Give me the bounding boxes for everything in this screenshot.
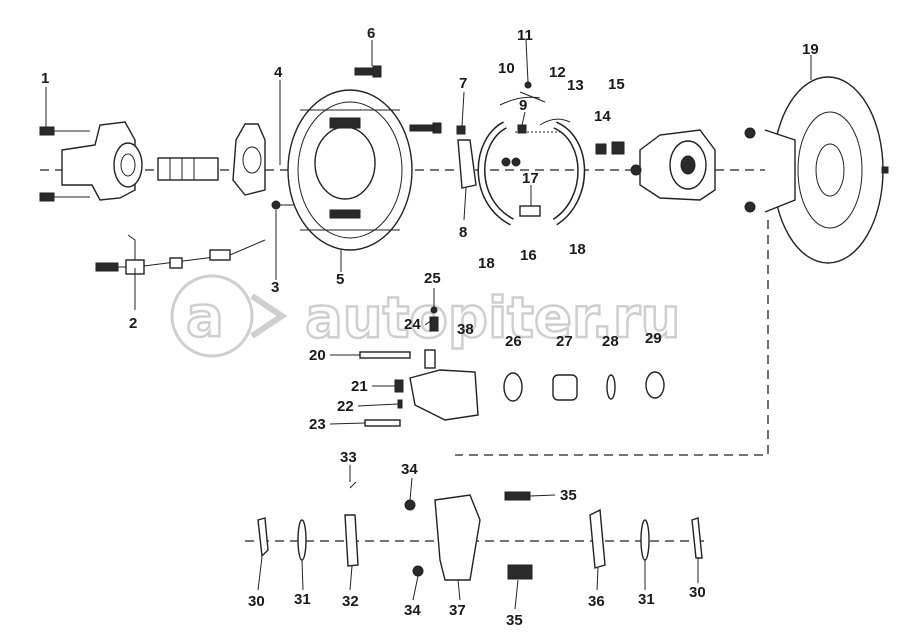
callout-13: 13 bbox=[567, 77, 584, 94]
callout-27: 27 bbox=[556, 333, 573, 350]
part-5-backing-plate bbox=[287, 89, 413, 251]
part-29-boot bbox=[645, 371, 665, 399]
callout-5: 5 bbox=[336, 271, 344, 288]
leader-lines bbox=[45, 39, 812, 610]
callout-19: 19 bbox=[802, 41, 819, 58]
callout-25: 25 bbox=[424, 270, 441, 287]
callout-37: 37 bbox=[449, 602, 466, 619]
backing-plate-bolt bbox=[409, 122, 442, 134]
callout-22: 22 bbox=[337, 398, 354, 415]
part-8-lever bbox=[457, 139, 477, 189]
callout-28: 28 bbox=[602, 333, 619, 350]
callout-11: 11 bbox=[517, 27, 533, 44]
part-6-bolt bbox=[354, 65, 382, 78]
callout-35-bottom: 35 bbox=[506, 612, 523, 629]
callout-32: 32 bbox=[342, 593, 359, 610]
callout-38: 38 bbox=[457, 321, 474, 338]
watermark-text: autopiter.ru bbox=[305, 286, 680, 351]
callout-29: 29 bbox=[645, 330, 662, 347]
callout-7: 7 bbox=[459, 75, 467, 92]
part-2-sensor-hose bbox=[95, 234, 266, 275]
axle-shaft bbox=[157, 157, 219, 181]
callout-4: 4 bbox=[274, 64, 283, 81]
part-27-piston bbox=[552, 374, 578, 401]
callout-15: 15 bbox=[608, 76, 625, 93]
callout-26: 26 bbox=[505, 333, 522, 350]
callout-20: 20 bbox=[309, 347, 326, 364]
part-14-15-nuts bbox=[595, 141, 625, 155]
callout-1: 1 bbox=[41, 70, 49, 87]
lower-caliper-assembly bbox=[257, 481, 703, 581]
callout-8: 8 bbox=[459, 224, 467, 241]
callout-36: 36 bbox=[588, 593, 605, 610]
callout-23: 23 bbox=[309, 416, 326, 433]
part-1-bolts bbox=[39, 126, 90, 202]
springs-9-13 bbox=[499, 81, 571, 167]
callout-33: 33 bbox=[340, 449, 357, 466]
callout-9: 9 bbox=[519, 97, 527, 114]
part-26-seal bbox=[503, 372, 523, 402]
callout-34-top: 34 bbox=[401, 461, 418, 478]
wheel-hub bbox=[630, 129, 716, 201]
part-7-clip bbox=[456, 125, 466, 135]
part-3-nut bbox=[271, 200, 281, 210]
part-4-flange bbox=[232, 123, 266, 196]
watermark-arrow bbox=[250, 293, 288, 339]
part-16-17-adjuster bbox=[519, 190, 541, 217]
callout-21: 21 bbox=[351, 378, 368, 395]
callout-17: 17 bbox=[522, 170, 539, 187]
callout-35-top: 35 bbox=[560, 487, 577, 504]
part-18-brake-shoes bbox=[477, 121, 586, 226]
steering-knuckle bbox=[61, 121, 143, 201]
callout-16: 16 bbox=[520, 247, 537, 264]
part-28-ring bbox=[606, 374, 616, 400]
part-19-brake-disc bbox=[744, 76, 889, 264]
callout-6: 6 bbox=[367, 25, 375, 42]
callout-31-right: 31 bbox=[638, 591, 655, 608]
watermark-logo-letter: a bbox=[186, 285, 224, 350]
callout-14: 14 bbox=[594, 108, 611, 125]
callout-12: 12 bbox=[549, 64, 566, 81]
watermark: a autopiter.ru bbox=[170, 274, 682, 358]
callout-3: 3 bbox=[271, 279, 279, 296]
callout-18-left: 18 bbox=[478, 255, 495, 272]
callout-31-left: 31 bbox=[294, 591, 311, 608]
callout-24: 24 bbox=[404, 316, 421, 333]
callout-2: 2 bbox=[129, 315, 137, 332]
callout-18-right: 18 bbox=[569, 241, 586, 258]
callout-10: 10 bbox=[498, 60, 515, 77]
callout-30-right: 30 bbox=[689, 584, 706, 601]
guide-line-disc-to-caliper bbox=[455, 220, 769, 456]
rear-caliper-assembly bbox=[359, 306, 479, 427]
callout-34-bottom: 34 bbox=[404, 602, 421, 619]
callout-labels: 1 2 3 4 5 6 7 8 9 10 11 12 13 14 15 16 1… bbox=[41, 25, 819, 629]
callout-30-left: 30 bbox=[248, 593, 265, 610]
